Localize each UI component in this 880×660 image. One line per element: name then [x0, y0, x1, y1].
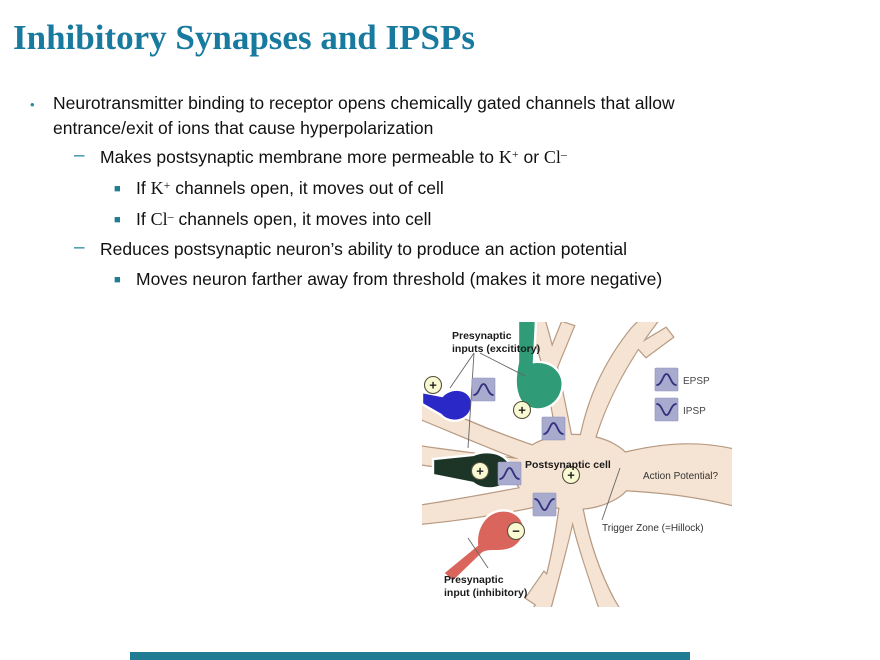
label-postsynaptic-cell: Postsynaptic cell [525, 459, 611, 471]
ion-symbol: K [498, 147, 512, 167]
dash-bullet-icon: – [74, 145, 85, 166]
bullet-text-segment: Makes postsynaptic membrane more permeab… [100, 147, 494, 167]
bullet-item-6: ■ Moves neuron farther away from thresho… [114, 267, 662, 292]
ion-superscript: + [511, 147, 519, 161]
bullet-text: Neurotransmitter binding to receptor ope… [53, 93, 675, 138]
bullet-text-segment: channels open, it moves out of cell [175, 178, 444, 198]
plus-sign-badge: + [512, 400, 532, 420]
plus-sign: + [476, 464, 484, 479]
label-trigger-zone: Trigger Zone (=Hillock) [602, 523, 704, 534]
plus-sign: + [518, 403, 526, 418]
legend-epsp-wave-icon [654, 367, 679, 392]
ion-superscript: – [167, 209, 174, 223]
minus-sign-badge: − [506, 521, 526, 541]
page-title: Inhibitory Synapses and IPSPs [13, 18, 475, 57]
plus-sign-badge: + [470, 461, 490, 481]
bullet-text-segment: or [523, 147, 540, 167]
ion-superscript: + [163, 178, 171, 192]
footer-accent-bar [130, 652, 690, 660]
pointer-line-trigger-zone [601, 467, 621, 521]
bullet-text-segment: channels open, it moves into cell [178, 209, 432, 229]
square-bullet-icon: ■ [114, 183, 121, 195]
legend-ipsp-label: IPSP [683, 406, 706, 417]
bullet-text: Makes postsynaptic membrane more permeab… [100, 145, 567, 172]
epsp-wave-icon [497, 461, 522, 486]
plus-sign-badge: + [423, 375, 443, 395]
ion-symbol: Cl [543, 147, 561, 167]
pointer-lines-excitatory [449, 352, 526, 449]
label-action-potential: Action Potential? [643, 471, 718, 482]
epsp-wave-icon [471, 377, 496, 402]
bullet-text: Reduces postsynaptic neuron’s ability to… [100, 239, 627, 259]
plus-sign: + [567, 468, 575, 483]
square-bullet-icon: ■ [114, 274, 121, 286]
ion-symbol: Cl [150, 209, 168, 229]
square-bullet-icon: ■ [114, 214, 121, 226]
bullet-item-2: – Makes postsynaptic membrane more perme… [74, 145, 567, 172]
bullet-text-segment: If [136, 209, 146, 229]
bullet-item-5: – Reduces postsynaptic neuron’s ability … [74, 237, 627, 262]
bullet-text: Moves neuron farther away from threshold… [136, 269, 663, 289]
label-presynaptic-inhibitory: Presynaptic [444, 574, 504, 586]
plus-sign-badge: + [561, 465, 581, 485]
plus-sign: + [429, 378, 437, 393]
excitatory-terminal-green [514, 322, 564, 411]
minus-sign: − [512, 524, 520, 539]
bullet-text-segment: If [136, 178, 146, 198]
legend-epsp-label: EPSP [683, 376, 710, 387]
label-presynaptic-excitatory: inputs (excititory) [452, 343, 540, 355]
ion-superscript: – [560, 147, 567, 161]
bullet-item-3: ■ If K+ channels open, it moves out of c… [114, 176, 444, 203]
ipsp-wave-icon [532, 492, 557, 517]
neuron-diagram: + + + + − Presynaptic inputs (excititory… [422, 322, 732, 607]
label-presynaptic-excitatory: Presynaptic [452, 330, 512, 342]
bullet-text: If K+ channels open, it moves out of cel… [136, 176, 444, 203]
pointer-line-inhibitory [467, 537, 489, 569]
dash-bullet-icon: – [74, 237, 85, 258]
bullet-text: If Cl– channels open, it moves into cell [136, 207, 431, 234]
ion-symbol: K [150, 178, 164, 198]
epsp-wave-icon [541, 416, 566, 441]
bullet-item-4: ■ If Cl– channels open, it moves into ce… [114, 207, 431, 234]
bullet-dot-icon: • [30, 97, 35, 112]
legend-ipsp-wave-icon [654, 397, 679, 422]
excitatory-terminal-blue [422, 388, 474, 422]
label-presynaptic-inhibitory: input (inhibitory) [444, 587, 527, 599]
bullet-item-1: • Neurotransmitter binding to receptor o… [30, 91, 758, 141]
